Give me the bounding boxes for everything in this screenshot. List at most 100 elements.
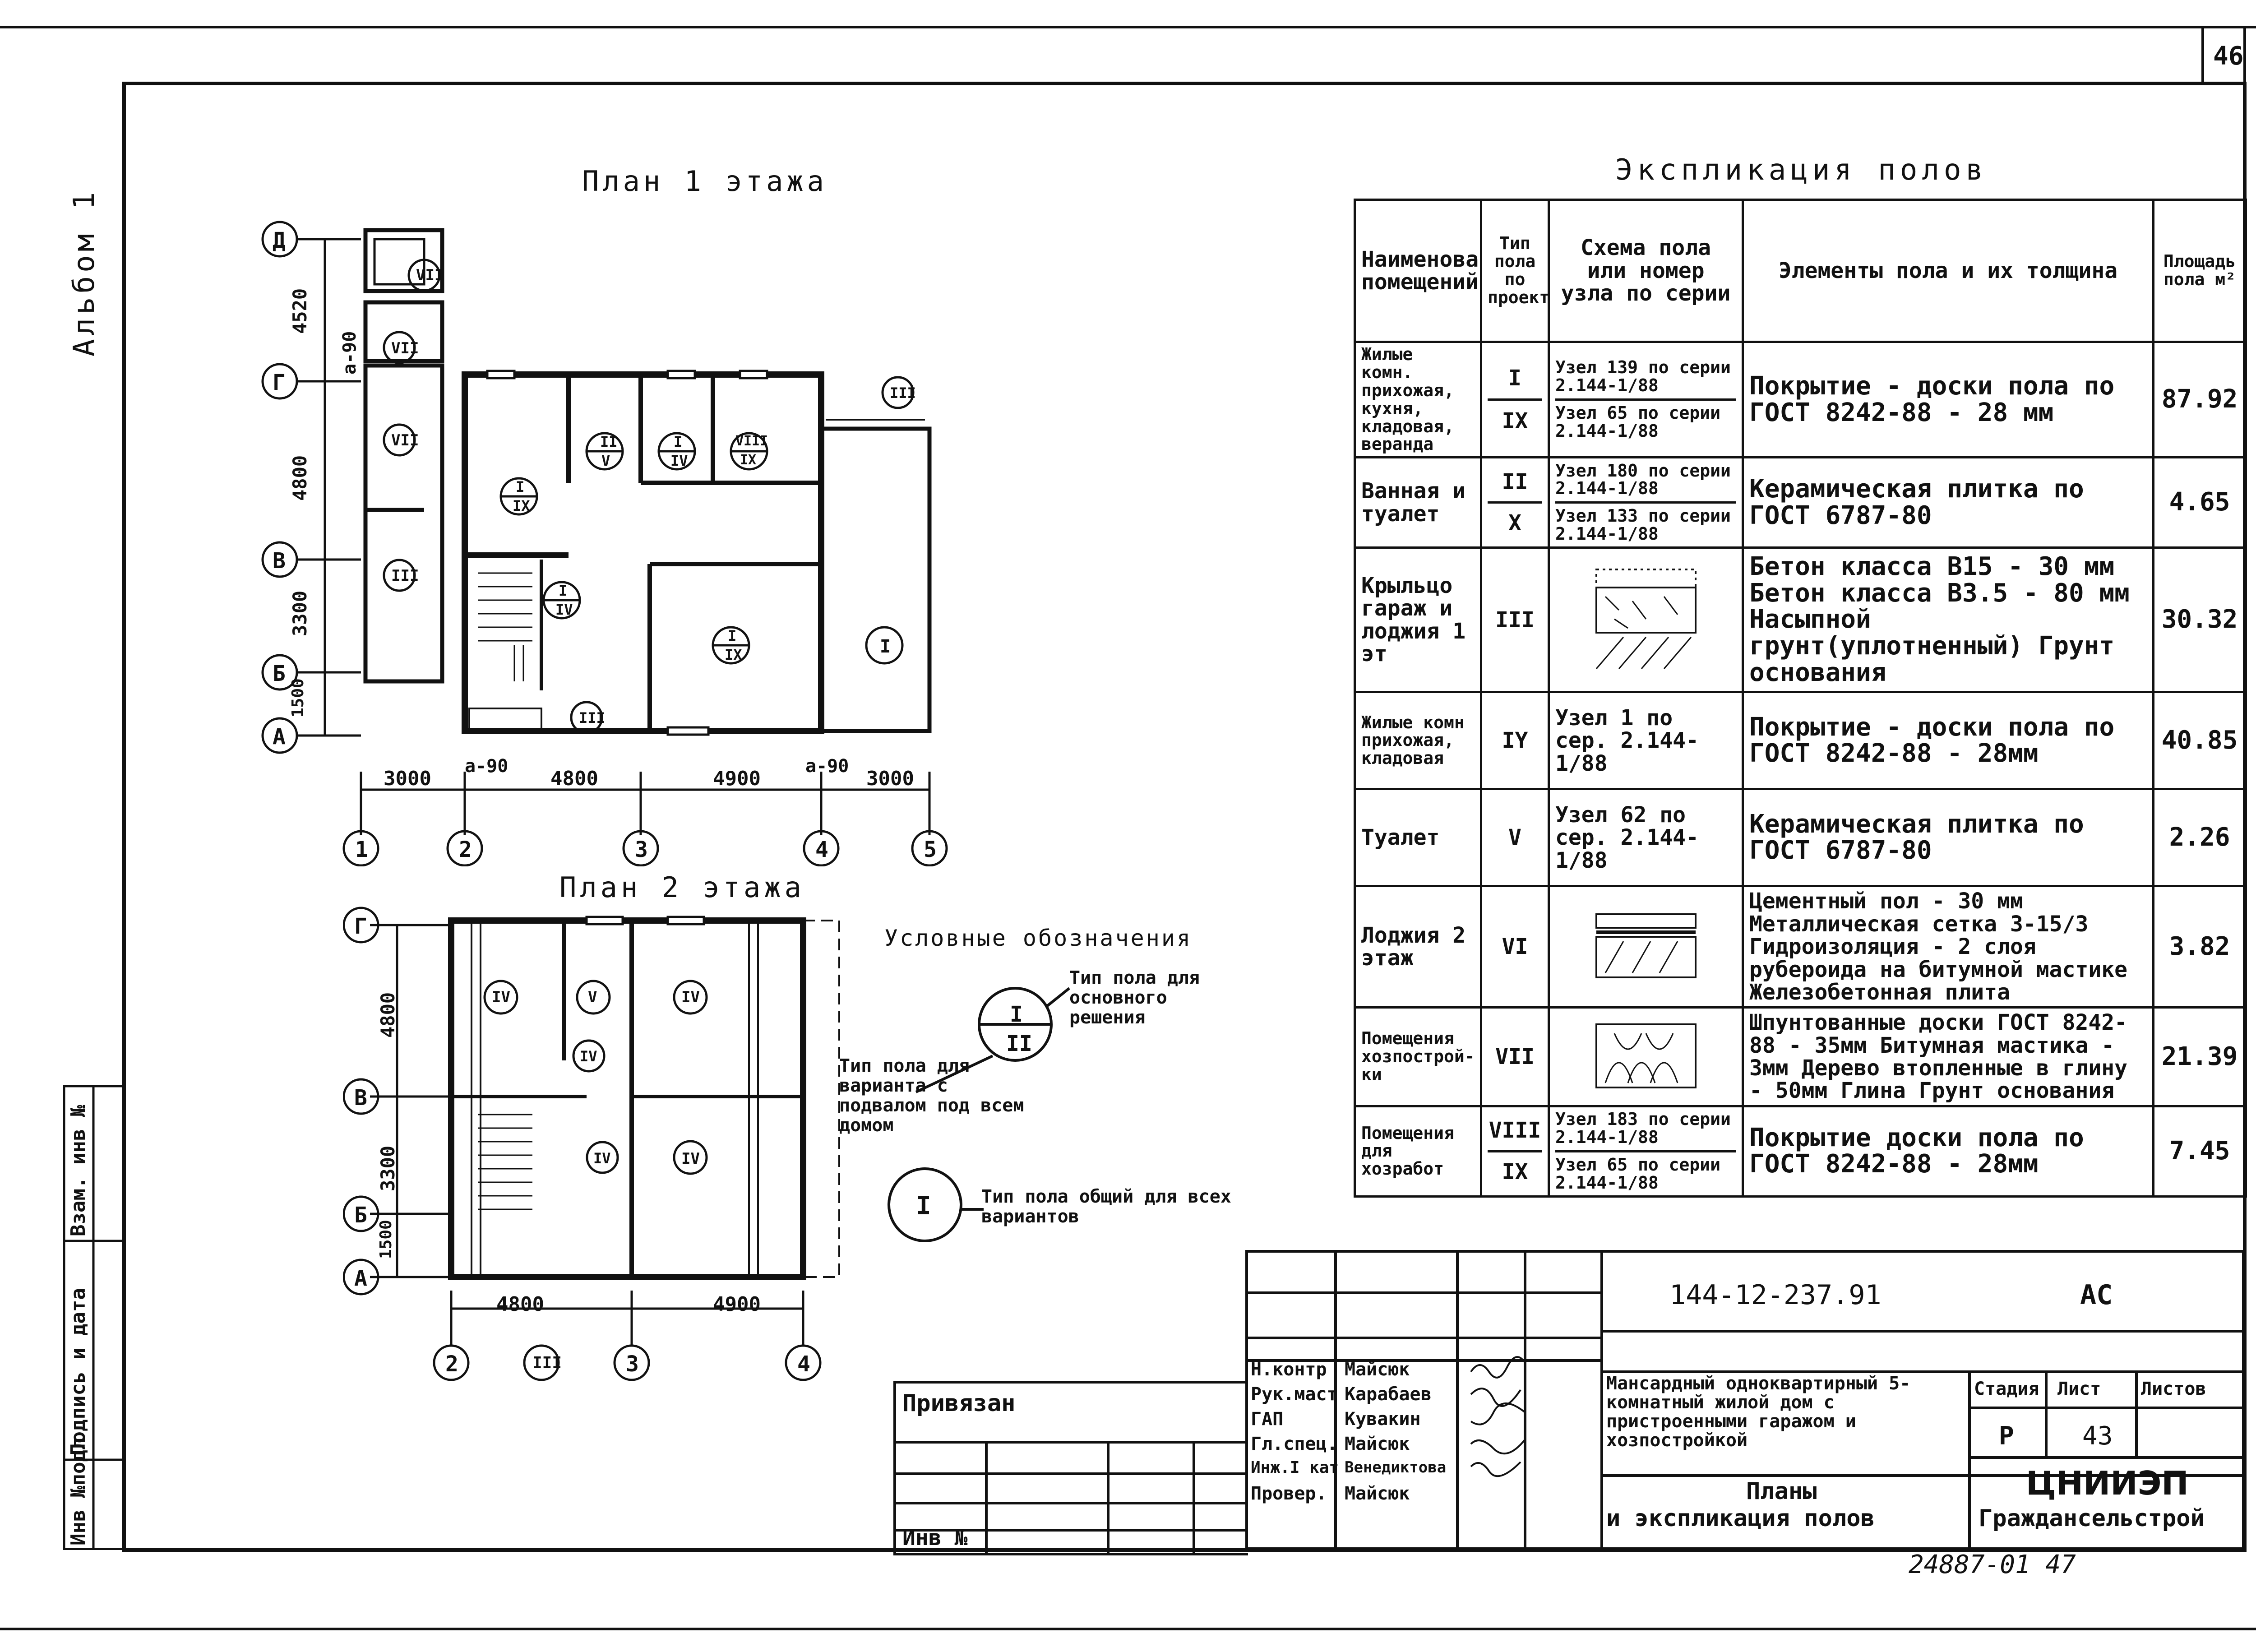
plan1-offset-1: a-90 xyxy=(339,331,360,375)
project-name: Мансардный одноквартирный 5-комнатный жи… xyxy=(1606,1373,1911,1451)
plan2-axis-2: 2 xyxy=(445,1351,458,1377)
plan1-mark-10b: IV xyxy=(555,601,573,618)
row-type: II xyxy=(1502,469,1528,495)
row-scheme: Узел 65 по серии 2.144-1/88 xyxy=(1555,1150,1736,1192)
plan1-axis-1: 1 xyxy=(355,837,368,862)
row-elements: Покрытие - доски пола по ГОСТ 8242-88 - … xyxy=(1742,691,2154,791)
plan2-axis-V: В xyxy=(354,1085,367,1111)
row-type: V xyxy=(1480,788,1550,888)
plan1-mark-3: VII xyxy=(391,431,419,449)
plan1-mark-8b: IX xyxy=(740,452,757,468)
plan2-mark-5: IV xyxy=(593,1150,611,1167)
row-area: 87.92 xyxy=(2152,340,2247,459)
plan1-drawing xyxy=(261,221,948,866)
stage-label: Стадия xyxy=(1974,1379,2039,1399)
plan1-dim-4900: 4900 xyxy=(713,767,761,790)
plan1-mark-7b: IV xyxy=(670,452,688,469)
row-type: IX xyxy=(1488,1150,1542,1183)
row-elements: Шпунтованные доски ГОСТ 8242-88 - 35мм Б… xyxy=(1742,1006,2154,1107)
plan1-dim-3000a: 3000 xyxy=(384,767,431,790)
row-name: Помещения хозпострой-ки xyxy=(1354,1006,1482,1107)
legend-symbols xyxy=(888,987,1070,1242)
row-area: 2.26 xyxy=(2152,788,2247,888)
staff-role: Инж.I кат xyxy=(1251,1458,1339,1477)
row-elements: Керамическая плитка по ГОСТ 6787-80 xyxy=(1742,788,2154,888)
row-name: Жилые комн прихожая, кладовая xyxy=(1354,691,1482,791)
legend-common-sample: I xyxy=(916,1191,931,1221)
doc-mark: АС xyxy=(2080,1279,2113,1311)
row-elements: Покрытие - доски пола по ГОСТ 8242-88 - … xyxy=(1742,340,2154,459)
legend-variant-label: Тип пола для варианта с подвалом под все… xyxy=(839,1055,1024,1136)
plan1-mark-1: VII xyxy=(416,266,444,284)
plan1-mark-12: I xyxy=(880,636,891,657)
row-type: VIII xyxy=(1489,1118,1541,1143)
row-type: III xyxy=(1480,546,1550,694)
outbuilding-floor-hatch xyxy=(1595,1023,1697,1089)
plan2-axis-B: Б xyxy=(354,1203,367,1228)
plan1-axis-4: 4 xyxy=(815,837,828,862)
plan1-mark-6b: V xyxy=(601,452,610,469)
plan1-offset-3: a-90 xyxy=(805,756,849,777)
staff-name: Майсюк xyxy=(1345,1434,1410,1454)
signatures xyxy=(1470,1356,1526,1477)
header-scheme: Схема пола или номер узла по серии xyxy=(1548,199,1744,343)
row-scheme: Узел 133 по серии 2.144-1/88 xyxy=(1555,501,1736,543)
plan1-dim-4800: 4800 xyxy=(289,455,311,501)
legend-main-label: Тип пола для основного решения xyxy=(1069,967,1200,1028)
plan1-axis-2: 2 xyxy=(459,837,472,862)
plan1-mark-8t: VIII xyxy=(735,433,768,449)
row-name: Крыльцо гараж и лоджия 1 эт xyxy=(1354,546,1482,694)
side-stamp-replace: Взам. инв № xyxy=(67,1105,90,1236)
row-elements: Бетон класса B15 - 30 мм Бетон класса B3… xyxy=(1742,546,2154,694)
header-elements: Элементы пола и их толщина xyxy=(1742,199,2154,343)
explication-header-row: Наименование помещений Тип пола по проек… xyxy=(1354,199,2247,343)
plan2-mark-6: IV xyxy=(681,1150,700,1168)
row-elements: Керамическая плитка по ГОСТ 6787-80 xyxy=(1742,456,2154,549)
plan1-dim-3000b: 3000 xyxy=(866,767,914,790)
row-area: 40.85 xyxy=(2152,691,2247,791)
staff-name: Майсюк xyxy=(1345,1359,1410,1380)
staff-role: Н.контр xyxy=(1251,1359,1327,1380)
row-type: VI xyxy=(1480,885,1550,1009)
plan2-axis-4: 4 xyxy=(797,1351,810,1377)
staff-role: Гл.спец. xyxy=(1251,1434,1338,1454)
legend-sample-bottom: II xyxy=(1006,1031,1032,1056)
plan2-mark-4: IV xyxy=(580,1048,597,1065)
concrete-floor-scheme xyxy=(1548,546,1744,694)
legend-sample-top: I xyxy=(1010,1002,1023,1027)
plan1-axis-3: 3 xyxy=(635,837,648,862)
plan2-dim-4800h: 4800 xyxy=(496,1293,544,1316)
inv-label: Инв № xyxy=(902,1525,968,1550)
plan1-mark-2: VII xyxy=(391,339,419,357)
plan1-axis-G: Г xyxy=(273,370,286,395)
table-row: Лоджия 2 этаж VI Цементный пол - 30 мм М… xyxy=(1354,885,2247,1009)
staff-name: Карабаев xyxy=(1345,1384,1432,1405)
row-scheme: Узел 62 по сер. 2.144-1/88 xyxy=(1548,788,1744,888)
side-stamp: Инв №подл Подпись и дата Взам. инв № xyxy=(63,1085,124,1550)
explication-table: Наименование помещений Тип пола по проек… xyxy=(1354,199,2247,1198)
plan1-offset-2: a-90 xyxy=(465,756,509,777)
row-area: 4.65 xyxy=(2152,456,2247,549)
plan2-axis-III: III xyxy=(532,1354,562,1372)
row-type: X xyxy=(1488,501,1542,535)
row-elements: Покрытие доски пола по ГОСТ 8242-88 - 28… xyxy=(1742,1105,2154,1198)
row-scheme: Узел 139 по серии 2.144-1/88 xyxy=(1555,357,1731,396)
row-area: 21.39 xyxy=(2152,1006,2247,1107)
row-area: 7.45 xyxy=(2152,1105,2247,1198)
plan1-mark-7t: I xyxy=(674,433,683,450)
sheet-number: 46 xyxy=(2213,42,2244,71)
legend-common-label: Тип пола общий для всех вариантов xyxy=(981,1186,1231,1227)
plan1-mark-13: III xyxy=(579,709,605,727)
row-elements: Цементный пол - 30 мм Металлическая сетк… xyxy=(1742,885,2154,1009)
outbuilding-floor-scheme xyxy=(1548,1006,1744,1107)
plan1-mark-5t: I xyxy=(516,478,525,495)
explication-title: Экспликация полов xyxy=(1615,153,1988,187)
table-row: Помещения хозпострой-ки VII Шпунтованные… xyxy=(1354,1006,2247,1107)
plan1-mark-5b: IX xyxy=(513,497,530,514)
plan1-axis-A: А xyxy=(273,724,286,750)
legend-title: Условные обозначения xyxy=(884,925,1193,951)
row-name: Помещения для хозработ xyxy=(1354,1105,1482,1198)
row-name: Туалет xyxy=(1354,788,1482,888)
